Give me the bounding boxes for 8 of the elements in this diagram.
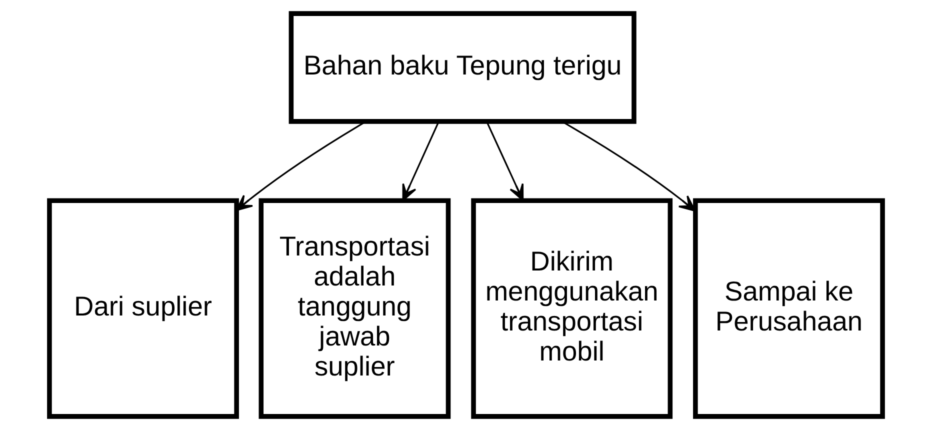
arrow	[561, 120, 696, 212]
node-box: Dari suplier	[46, 198, 238, 419]
node-box: Bahan baku Tepung terigu	[288, 11, 636, 124]
node-box: Sampai ke Perusahaan	[692, 198, 884, 419]
node-box: Dikirim menggunakan transportasi mobil	[470, 198, 672, 419]
arrow	[486, 121, 524, 202]
node-box: Transportasi adalah tanggung jawab suplier	[258, 198, 450, 419]
arrow	[402, 121, 439, 202]
